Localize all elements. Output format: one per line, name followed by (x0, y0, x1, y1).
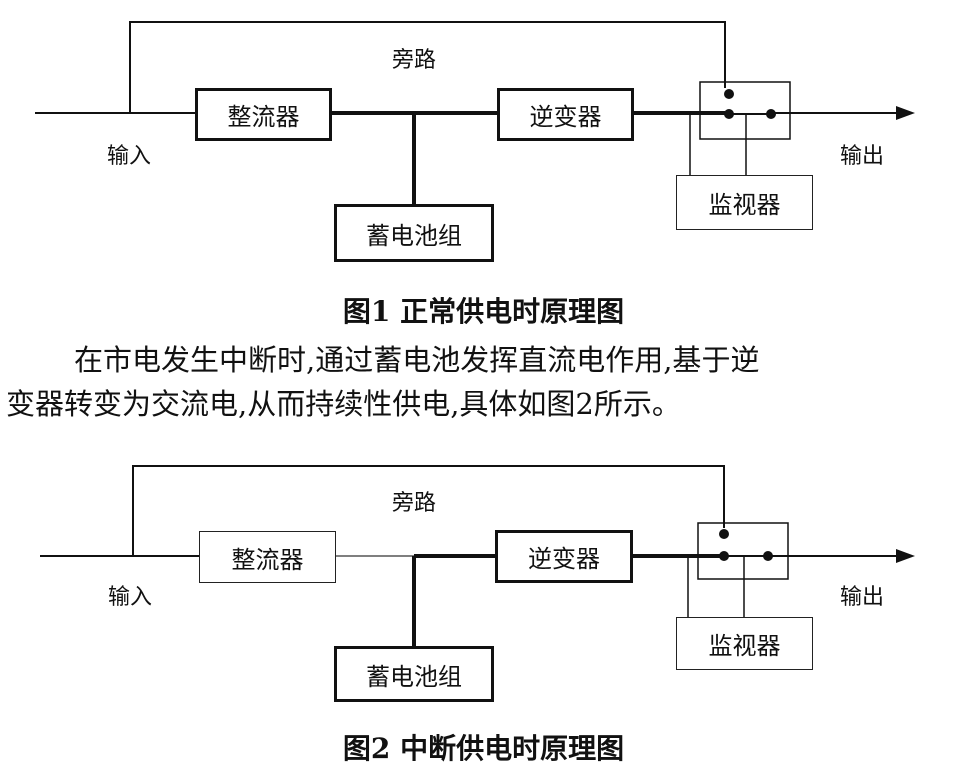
bypass-line (132, 465, 725, 556)
paragraph-line-1: 在市电发生中断时,通过蓄电池发挥直流电作用,基于逆 (74, 343, 760, 377)
switch-contact-bypass (719, 529, 729, 539)
output-arrow-icon (896, 549, 915, 563)
output-label: 输出 (840, 144, 885, 169)
figure-2-caption: 图2 中断供电时原理图 (342, 732, 625, 765)
figure-1-caption: 图1 正常供电时原理图 (342, 295, 625, 328)
inverter-block: 逆变器 (497, 88, 634, 141)
battery-block: 蓄电池组 (334, 204, 494, 262)
battery-block: 蓄电池组 (334, 646, 494, 702)
figure-1-diagram: 旁路 输入 输出 整流器 逆变器 蓄电池组 监视器 (0, 0, 967, 290)
figure-2-wiring (40, 465, 915, 648)
output-arrow-icon (896, 106, 915, 120)
rectifier-block: 整流器 (199, 531, 336, 583)
bypass-label: 旁路 (392, 491, 437, 516)
transfer-switch-box (699, 81, 791, 140)
bypass-line (129, 21, 726, 113)
input-label: 输入 (107, 144, 152, 169)
monitor-block: 监视器 (676, 175, 813, 230)
bypass-label: 旁路 (392, 48, 437, 73)
figure-1-wiring (35, 21, 915, 206)
inverter-block: 逆变器 (495, 530, 633, 583)
body-paragraph: 在市电发生中断时,通过蓄电池发挥直流电作用,基于逆 变器转变为交流电,从而持续性… (6, 338, 961, 426)
output-label: 输出 (840, 585, 885, 610)
paragraph-line-2: 变器转变为交流电,从而持续性供电,具体如图2所示。 (6, 387, 681, 421)
input-label: 输入 (108, 585, 153, 610)
switch-contact-bypass (724, 89, 734, 99)
transfer-switch-box (697, 522, 789, 580)
figure-2-diagram: 旁路 输入 输出 整流器 逆变器 蓄电池组 监视器 (0, 455, 967, 725)
monitor-block: 监视器 (676, 617, 813, 670)
rectifier-block: 整流器 (195, 88, 332, 141)
